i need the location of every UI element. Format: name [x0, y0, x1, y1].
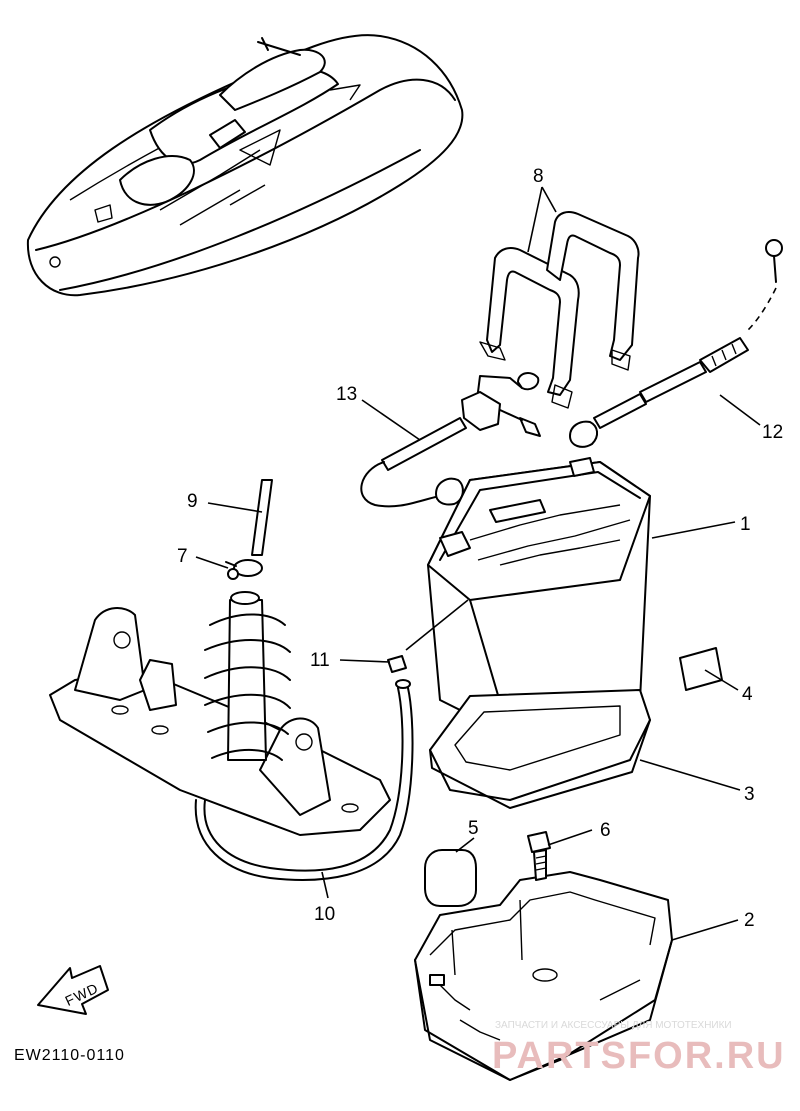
forward-arrow: FWD [37, 965, 109, 1015]
callout-11: 11 [310, 650, 330, 671]
callout-2: 2 [744, 910, 755, 931]
callout-7: 7 [177, 546, 188, 567]
callout-13: 13 [336, 384, 357, 405]
jet-ski-illustration [26, 34, 464, 297]
callout-10: 10 [314, 904, 335, 925]
watermark-tagline: ЗАПЧАСТИ И АКСЕССУАРЫ ДЛЯ МОТОТЕХНИКИ [495, 1020, 732, 1031]
callout-6: 6 [600, 820, 611, 841]
callout-labels: 8 12 13 1 9 7 11 4 3 5 6 10 2 [177, 166, 783, 931]
breather-pipe [251, 479, 273, 556]
battery-positive-lead [569, 239, 783, 448]
pipe-clamp [225, 559, 263, 580]
mounting-bracket [49, 607, 391, 836]
breather-hose [194, 679, 414, 881]
battery-pad [429, 689, 651, 809]
callout-4: 4 [742, 684, 753, 705]
watermark: ЗАПЧАСТИ И АКСЕССУАРЫ ДЛЯ МОТОТЕХНИКИ PA… [492, 1020, 786, 1077]
callout-9: 9 [187, 491, 198, 512]
battery [427, 457, 651, 741]
leader-lines [195, 186, 761, 941]
battery-negative-lead [360, 372, 541, 508]
rubber-cushion [424, 849, 477, 907]
hose-clip [387, 655, 407, 673]
diagram-code: EW2110-0110 [14, 1047, 125, 1064]
battery-label-sticker [679, 647, 723, 691]
callout-12: 12 [762, 422, 783, 443]
callout-5: 5 [468, 818, 479, 839]
shock-spring [204, 591, 291, 761]
battery-band-pair [479, 211, 640, 409]
battery-box [414, 871, 673, 1081]
watermark-logo: PARTSFOR.RU [492, 1035, 786, 1077]
callout-3: 3 [744, 784, 755, 805]
callout-1: 1 [740, 514, 751, 535]
bolt [527, 831, 551, 881]
callout-8: 8 [533, 166, 544, 187]
